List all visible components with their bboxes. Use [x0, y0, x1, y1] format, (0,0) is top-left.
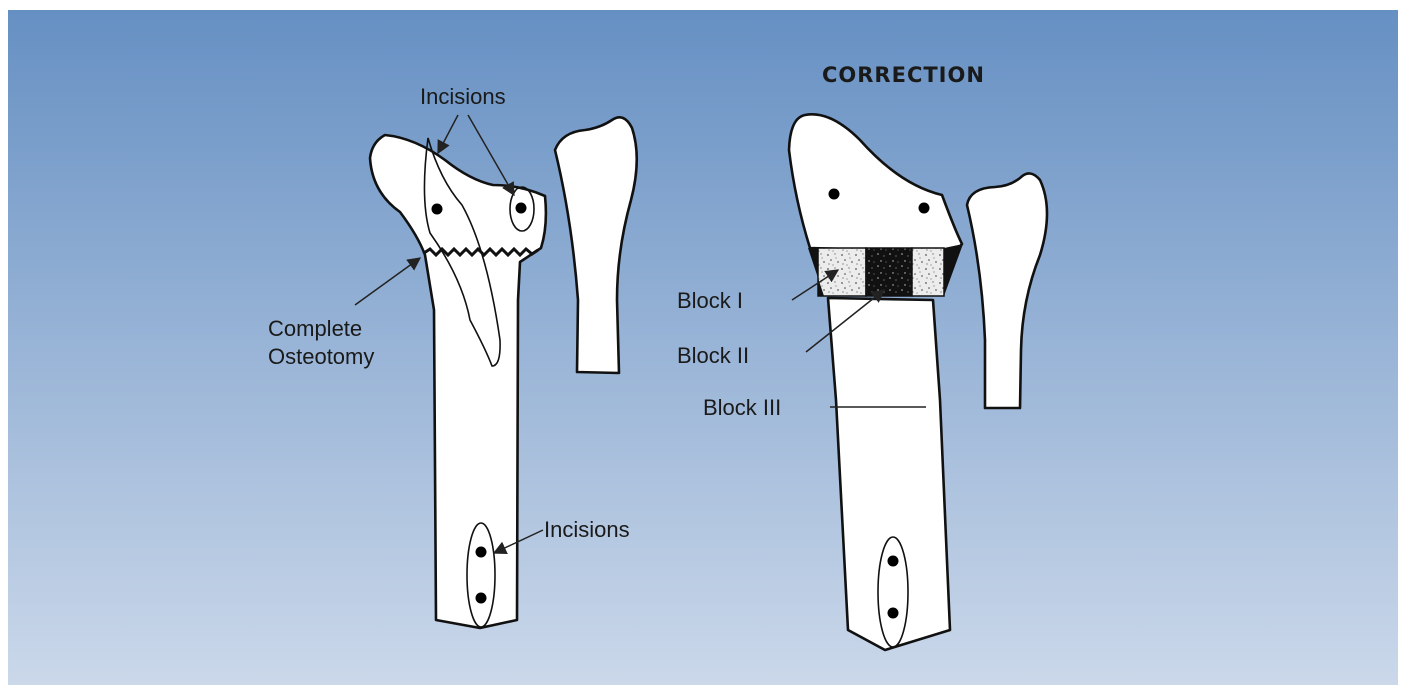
label-block-1: Block I: [677, 288, 743, 313]
right-top-pin-left: [829, 189, 840, 200]
block-1: [818, 248, 866, 296]
block-3: [912, 248, 944, 296]
label-incisions-bottom: Incisions: [544, 517, 630, 542]
label-block-3: Block III: [703, 395, 781, 420]
title-correction: CORRECTION: [822, 63, 985, 87]
left-bottom-pin-upper: [476, 547, 487, 558]
right-top-pin-right: [919, 203, 930, 214]
right-bottom-pin-lower: [888, 608, 899, 619]
left-top-pin-right: [516, 203, 527, 214]
left-bottom-pin-lower: [476, 593, 487, 604]
label-incisions-top: Incisions: [420, 84, 506, 109]
label-block-2: Block II: [677, 343, 749, 368]
block-2: [866, 248, 912, 296]
label-complete: Complete: [268, 316, 362, 341]
left-top-pin-left: [432, 204, 443, 215]
label-osteotomy: Osteotomy: [268, 344, 374, 369]
right-bottom-pin-upper: [888, 556, 899, 567]
